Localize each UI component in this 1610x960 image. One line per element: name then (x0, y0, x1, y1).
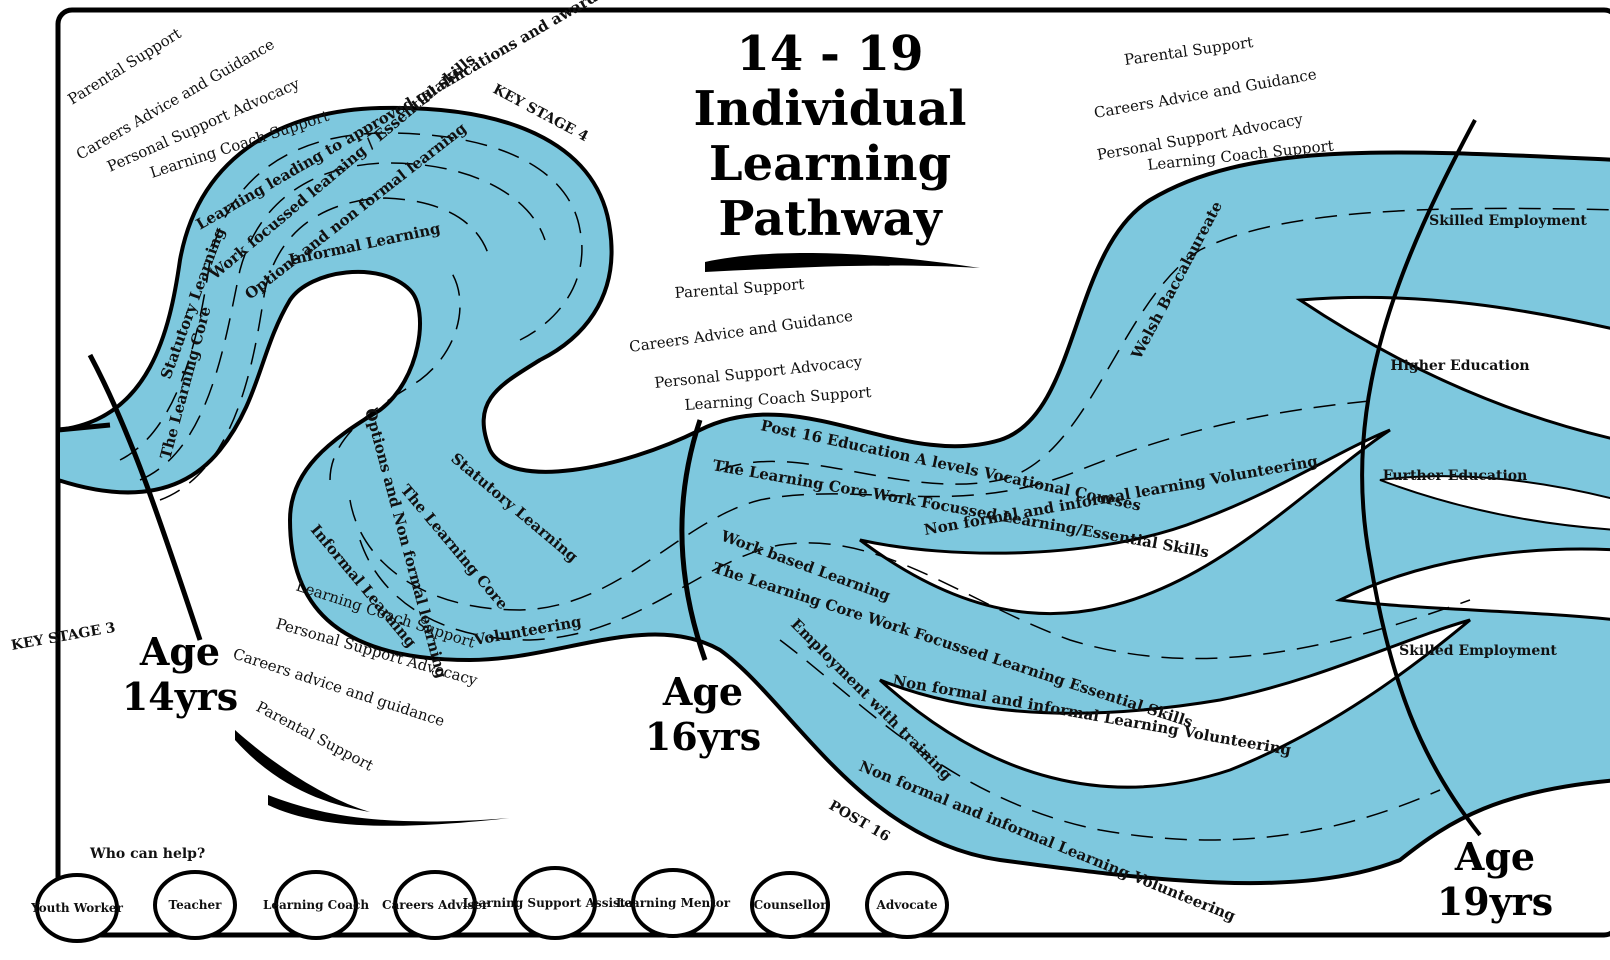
age19-marker-line (1360, 119, 1482, 837)
destination-skilled-employment: Skilled Employment (1429, 213, 1587, 229)
helpers-row: Youth Worker Teacher Learning Coach Care… (30, 866, 949, 943)
title-line-4: Pathway (718, 191, 943, 247)
age-19-value: 19yrs (1437, 879, 1553, 924)
helper-advocate[interactable]: Advocate (865, 871, 949, 939)
age-16-value: 16yrs (645, 714, 761, 759)
age-14-label: Age (139, 629, 220, 674)
destination-skilled-employment-2: Skilled Employment (1399, 643, 1557, 659)
title-line-3: Learning (709, 136, 951, 192)
island-1 (859, 428, 1391, 615)
helper-learning-mentor[interactable]: Learning Mentor (616, 868, 731, 938)
helper-youth-worker[interactable]: Youth Worker (30, 873, 124, 943)
island-3 (1295, 295, 1610, 440)
age-14-value: 14yrs (122, 674, 238, 719)
age-19-label: Age (1454, 834, 1535, 879)
river-band (56, 105, 1610, 886)
title-line-1: 14 - 19 (737, 26, 924, 82)
helper-learning-coach[interactable]: Learning Coach (263, 870, 369, 940)
brush-stroke-left-2 (268, 795, 510, 826)
island-2 (878, 618, 1471, 789)
helpers-heading: Who can help? (89, 846, 205, 862)
helper-label: Counsellor (754, 898, 828, 912)
ks4-line (57, 422, 111, 433)
lane-lines (119, 132, 1610, 841)
title-line-2: Individual (693, 81, 966, 137)
helper-counsellor[interactable]: Counsellor (750, 871, 830, 939)
helper-label: Youth Worker (30, 901, 123, 915)
helper-label: Teacher (169, 898, 223, 912)
helper-label: Learning Support Assistant (463, 896, 648, 910)
island-4 (1334, 547, 1610, 621)
island-5 (1379, 475, 1610, 531)
helper-careers-adviser[interactable]: Careers Adviser (382, 870, 489, 940)
age16-marker-line (679, 419, 708, 661)
brush-stroke-title (705, 252, 980, 272)
helper-teacher[interactable]: Teacher (153, 870, 237, 940)
helper-label: Learning Mentor (616, 896, 731, 910)
destination-higher-education: Higher Education (1390, 358, 1529, 374)
helper-learning-support-assistant[interactable]: Learning Support Assistant (463, 866, 648, 940)
destination-further-education: Further Education (1383, 468, 1528, 484)
age14-marker-line (87, 353, 203, 641)
helper-label: Careers Adviser (382, 898, 489, 912)
destinations: Skilled Employment Higher Education Furt… (1383, 213, 1588, 659)
helper-label: Advocate (876, 898, 938, 912)
age-16-label: Age (662, 669, 743, 714)
helper-label: Learning Coach (263, 898, 369, 912)
